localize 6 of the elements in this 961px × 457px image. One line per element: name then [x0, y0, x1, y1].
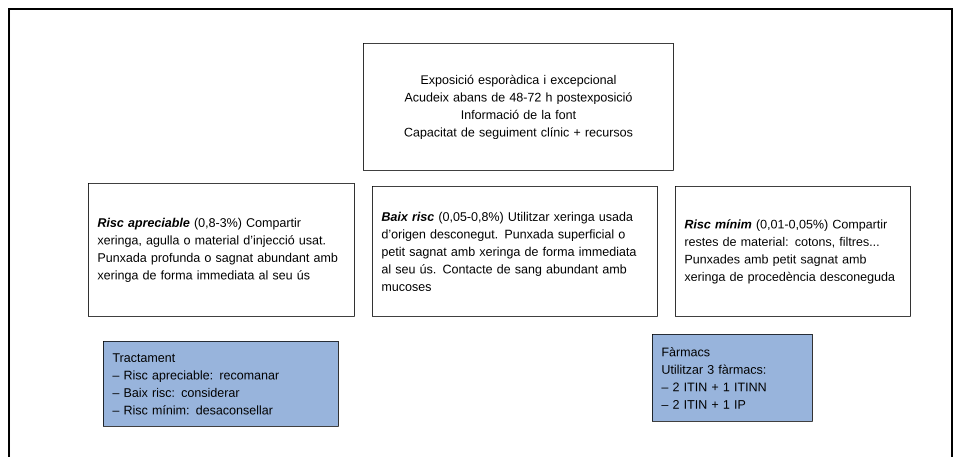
risk-box: Risc mínim (0,01-0,05%) Compartir restes de material: cotons, filtres... Punxades amb petit sagnat amb xeringa de procedència desconeguda — [675, 186, 911, 317]
info-box: Fàrmacs Utilitzar 3 fàrmacs: – 2 ITIN + 1 ITINN – 2 ITIN + 1 IP — [652, 334, 813, 422]
info-box: Tractament – Risc apreciable: recomanar – Baix risc: considerar – Risc mínim: desaconsellar — [103, 341, 339, 427]
criteria-box: Exposició esporàdica i excepcional Acudeix abans de 48-72 h postexposició Informació de la font Capacitat de seguiment clínic + recursos — [363, 43, 674, 171]
risk-box: Risc apreciable (0,8-3%) Compartir xeringa, agulla o material d’injecció usat. Punxada profunda o sagnat abundant amb xeringa de forma immediata al seu ús — [88, 183, 355, 317]
risk-box: Baix risc (0,05-0,8%) Utilitzar xeringa usada d’origen desconegut. Punxada superficial o petit sagnat amb xeringa de forma immediata al seu ús. Contacte de sang abundant amb mucoses — [372, 186, 658, 317]
